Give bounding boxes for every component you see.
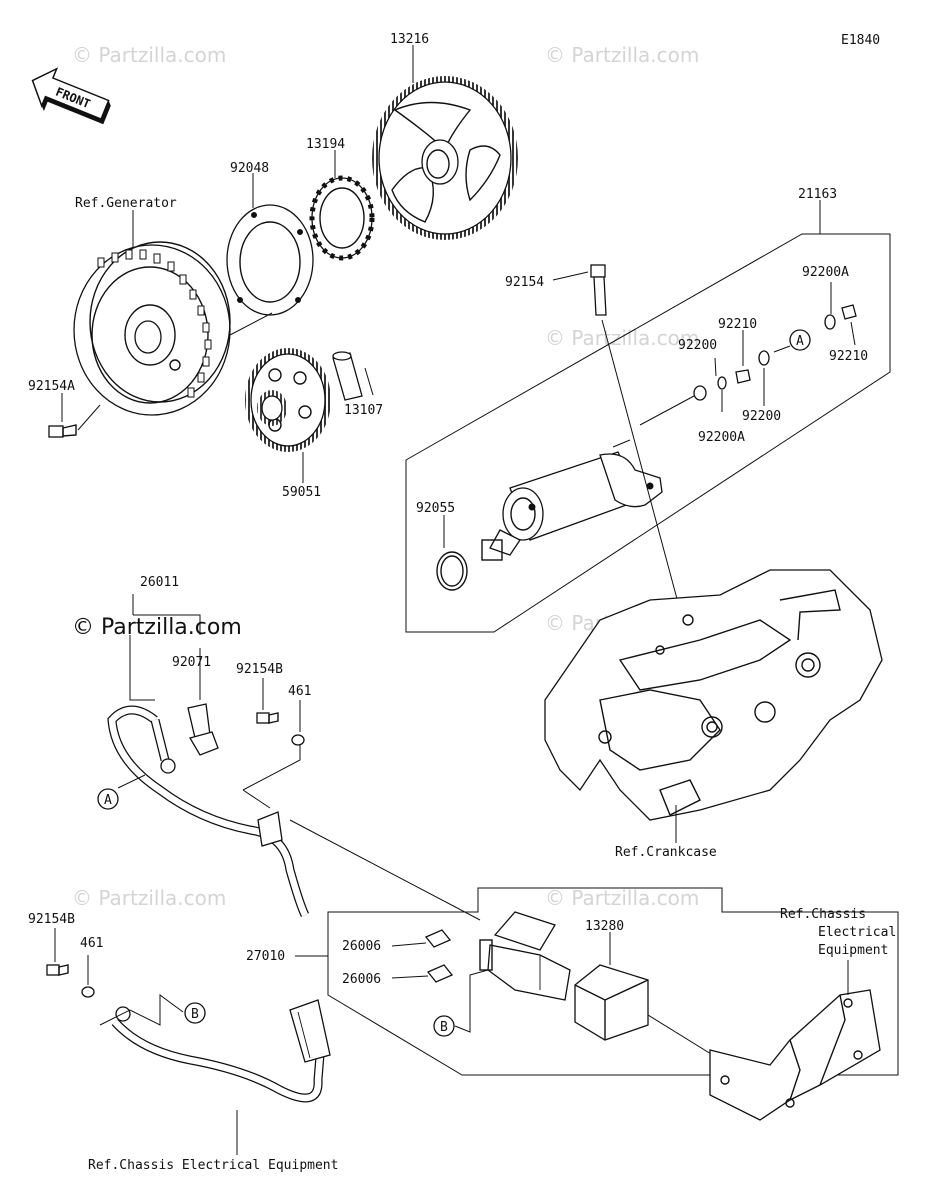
bolt-92154 [552, 264, 681, 611]
label-92048: 92048 [230, 161, 269, 176]
watermark-3: © Partzilla.com [545, 326, 699, 350]
copyright-main: © Partzilla.com [72, 615, 242, 640]
relay-box-27010 [295, 887, 899, 1076]
callout-B-left: B [191, 1007, 199, 1022]
label-92210-a: 92210 [718, 317, 757, 332]
label-92154: 92154 [505, 275, 544, 290]
watermark-1: © Partzilla.com [72, 43, 226, 67]
label-461-b: 461 [80, 936, 103, 951]
label-26006-b: 26006 [342, 972, 381, 987]
label-ref-generator: Ref.Generator [75, 196, 177, 211]
label-13107: 13107 [344, 403, 383, 418]
label-92200-b: 92200 [742, 409, 781, 424]
oring-92055 [436, 515, 468, 591]
label-13216: 13216 [390, 32, 429, 47]
callout-A-left: A [104, 793, 112, 808]
label-27010: 27010 [246, 949, 285, 964]
starter-gear-13216 [372, 45, 518, 240]
label-92200-a: 92200 [678, 338, 717, 353]
gear-59051 [245, 348, 331, 483]
label-13194: 13194 [306, 137, 345, 152]
watermark-7: © Partzilla.com [72, 886, 226, 910]
label-92154B-b: 92154B [28, 912, 75, 927]
ring-92048 [226, 173, 314, 316]
label-92200A-bot: 92200A [698, 430, 745, 445]
watermark-2: © Partzilla.com [545, 43, 699, 67]
chassis-bracket [709, 960, 881, 1121]
starter-relay [479, 911, 571, 1001]
label-92055: 92055 [416, 501, 455, 516]
cable-lower: B [99, 994, 331, 1155]
generator-rotor [73, 210, 273, 416]
crankcase [544, 569, 883, 843]
label-ref-chassis-bottom: Ref.Chassis Electrical Equipment [88, 1158, 338, 1173]
starter-motor-box [405, 200, 891, 633]
label-ref-crankcase: Ref.Crankcase [615, 845, 717, 860]
cable-26011: A [97, 594, 481, 921]
starter-motor [481, 439, 663, 561]
bolt-92154A [48, 393, 101, 438]
label-ref-chassis-1: Ref.Chassis [780, 907, 866, 922]
label-ref-chassis-3: Equipment [818, 943, 888, 958]
label-21163: 21163 [798, 187, 837, 202]
label-461-a: 461 [288, 684, 311, 699]
bolt-92154B-upper [256, 678, 305, 746]
relay-13280 [574, 932, 746, 1076]
label-92071: 92071 [172, 655, 211, 670]
front-arrow-icon: FRONT [31, 67, 111, 125]
fuses-26006 [391, 929, 454, 983]
callout-B-in-box: B [440, 1020, 448, 1035]
clutch-13194 [309, 150, 375, 261]
callout-B-box: B [433, 969, 489, 1037]
label-26006-a: 26006 [342, 939, 381, 954]
terminal-hardware: A [639, 282, 857, 426]
label-13280: 13280 [585, 919, 624, 934]
boot-92071 [187, 648, 219, 756]
label-59051: 59051 [282, 485, 321, 500]
shaft-13107 [332, 351, 374, 401]
label-92154A: 92154A [28, 379, 75, 394]
bolt-92154B-lower [46, 928, 95, 998]
label-92210-b: 92210 [829, 349, 868, 364]
callout-A-top: A [796, 334, 804, 349]
diagram-code: E1840 [841, 33, 880, 48]
watermark-6: © Partzilla.com [545, 886, 699, 910]
label-92154B-a: 92154B [236, 662, 283, 677]
label-26011: 26011 [140, 575, 179, 590]
label-ref-chassis-2: Electrical [818, 925, 896, 940]
label-92200A-top: 92200A [802, 265, 849, 280]
